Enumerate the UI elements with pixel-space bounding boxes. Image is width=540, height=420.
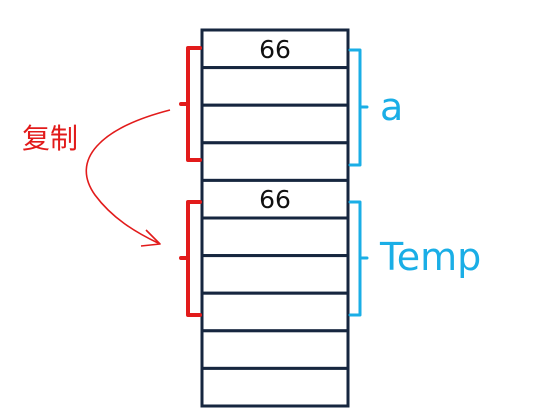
copy-arrowhead [140, 229, 161, 247]
a-label: a [380, 85, 403, 129]
source-red-brace [179, 46, 202, 162]
destination-red-brace [179, 200, 202, 317]
temp-label: Temp [379, 235, 481, 279]
a-blue-brace [348, 48, 369, 167]
memory-cell-value: 66 [259, 185, 291, 214]
memory-cell-value: 66 [259, 35, 291, 64]
memory-cell [200, 329, 350, 370]
copy-arrow [85, 109, 171, 244]
memory-cell [200, 216, 350, 258]
memory-cell [200, 291, 350, 333]
copy-label: 复制 [22, 122, 78, 155]
memory-cell [200, 254, 350, 295]
memory-column: 66 66 [200, 28, 350, 408]
memory-cell [200, 103, 350, 145]
memory-cell [200, 366, 350, 408]
temp-blue-brace [348, 200, 369, 317]
memory-cell [200, 141, 350, 182]
memory-cell [200, 66, 350, 107]
